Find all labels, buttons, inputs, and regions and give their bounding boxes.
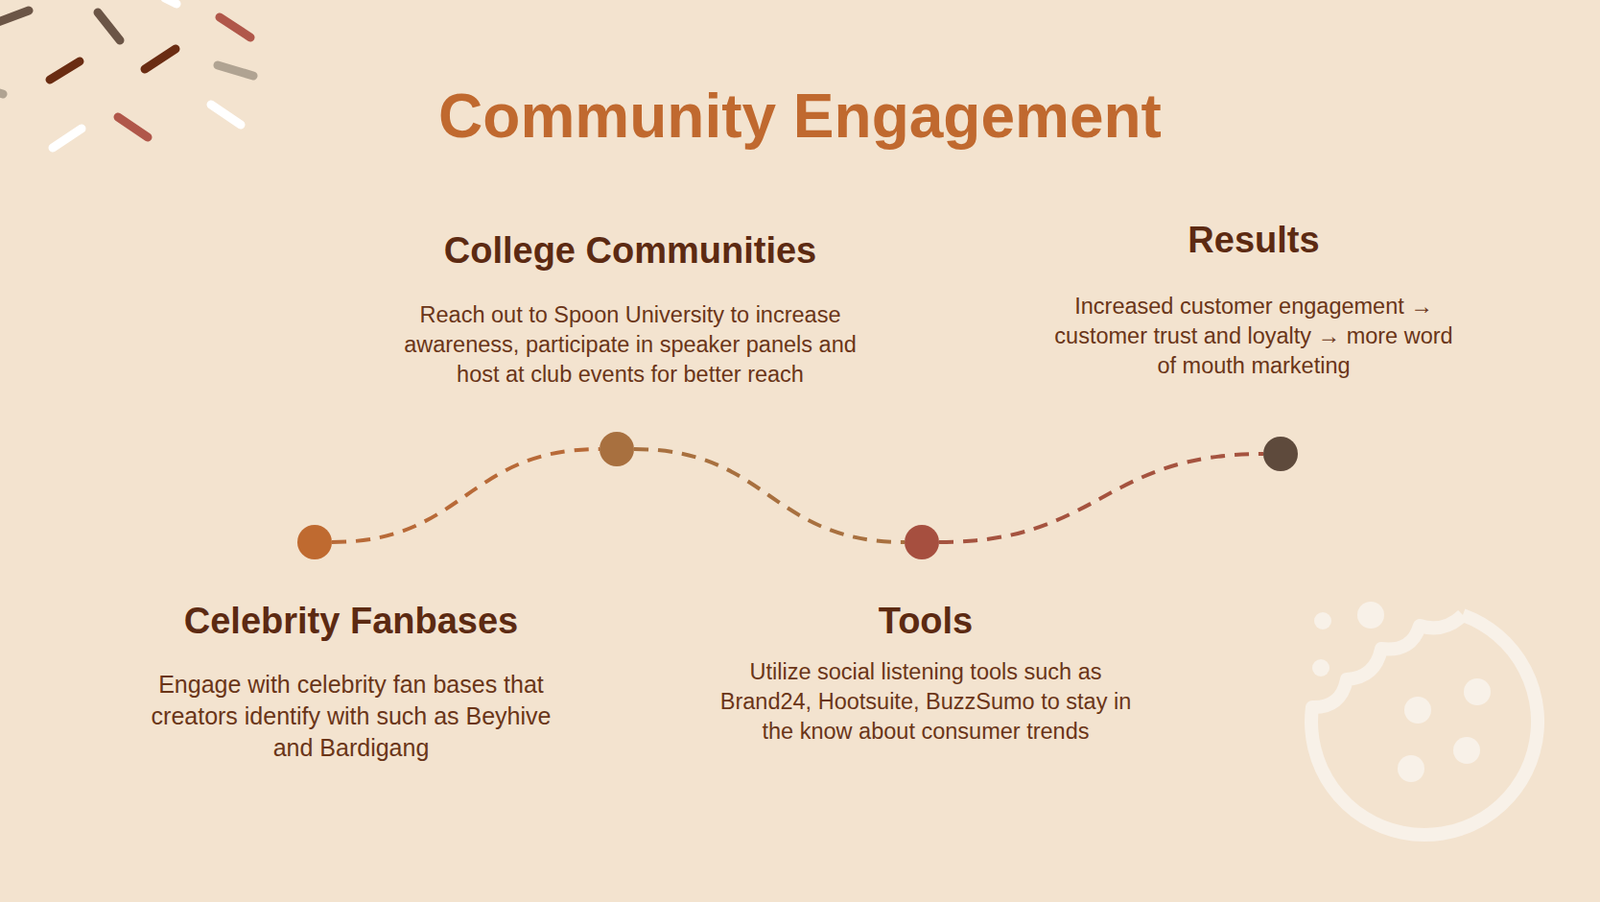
- cookie-icon: [1311, 601, 1538, 835]
- text-group: ResultsIncreased customer engagement → c…: [1042, 218, 1465, 381]
- dashed-connector: [331, 448, 600, 542]
- node-description: Increased customer engagement → customer…: [1042, 291, 1465, 381]
- node-heading: College Communities: [380, 229, 880, 274]
- text-group: College CommunitiesReach out to Spoon Un…: [380, 229, 880, 390]
- timeline-dot: College CommunitiesReach out to Spoon Un…: [599, 431, 635, 467]
- timeline-dot: ResultsIncreased customer engagement → c…: [1263, 436, 1298, 471]
- text-group: ToolsUtilize social listening tools such…: [705, 599, 1147, 747]
- node-description: Reach out to Spoon University to increas…: [380, 300, 880, 390]
- node-description: Utilize social listening tools such as B…: [705, 657, 1147, 747]
- node-heading: Results: [1042, 218, 1465, 263]
- node-heading: Celebrity Fanbases: [149, 599, 553, 644]
- node-description: Engage with celebrity fan bases that cre…: [149, 668, 553, 764]
- diagram-title: Community Engagement: [0, 80, 1600, 152]
- dashed-connector: [634, 448, 905, 542]
- sprinkles: [0, 0, 254, 148]
- text-group: Celebrity FanbasesEngage with celebrity …: [149, 599, 553, 764]
- timeline-dot: Celebrity FanbasesEngage with celebrity …: [297, 524, 332, 560]
- dashed-connector: [939, 453, 1264, 542]
- node-heading: Tools: [705, 599, 1147, 644]
- timeline-dot: ToolsUtilize social listening tools such…: [904, 524, 940, 560]
